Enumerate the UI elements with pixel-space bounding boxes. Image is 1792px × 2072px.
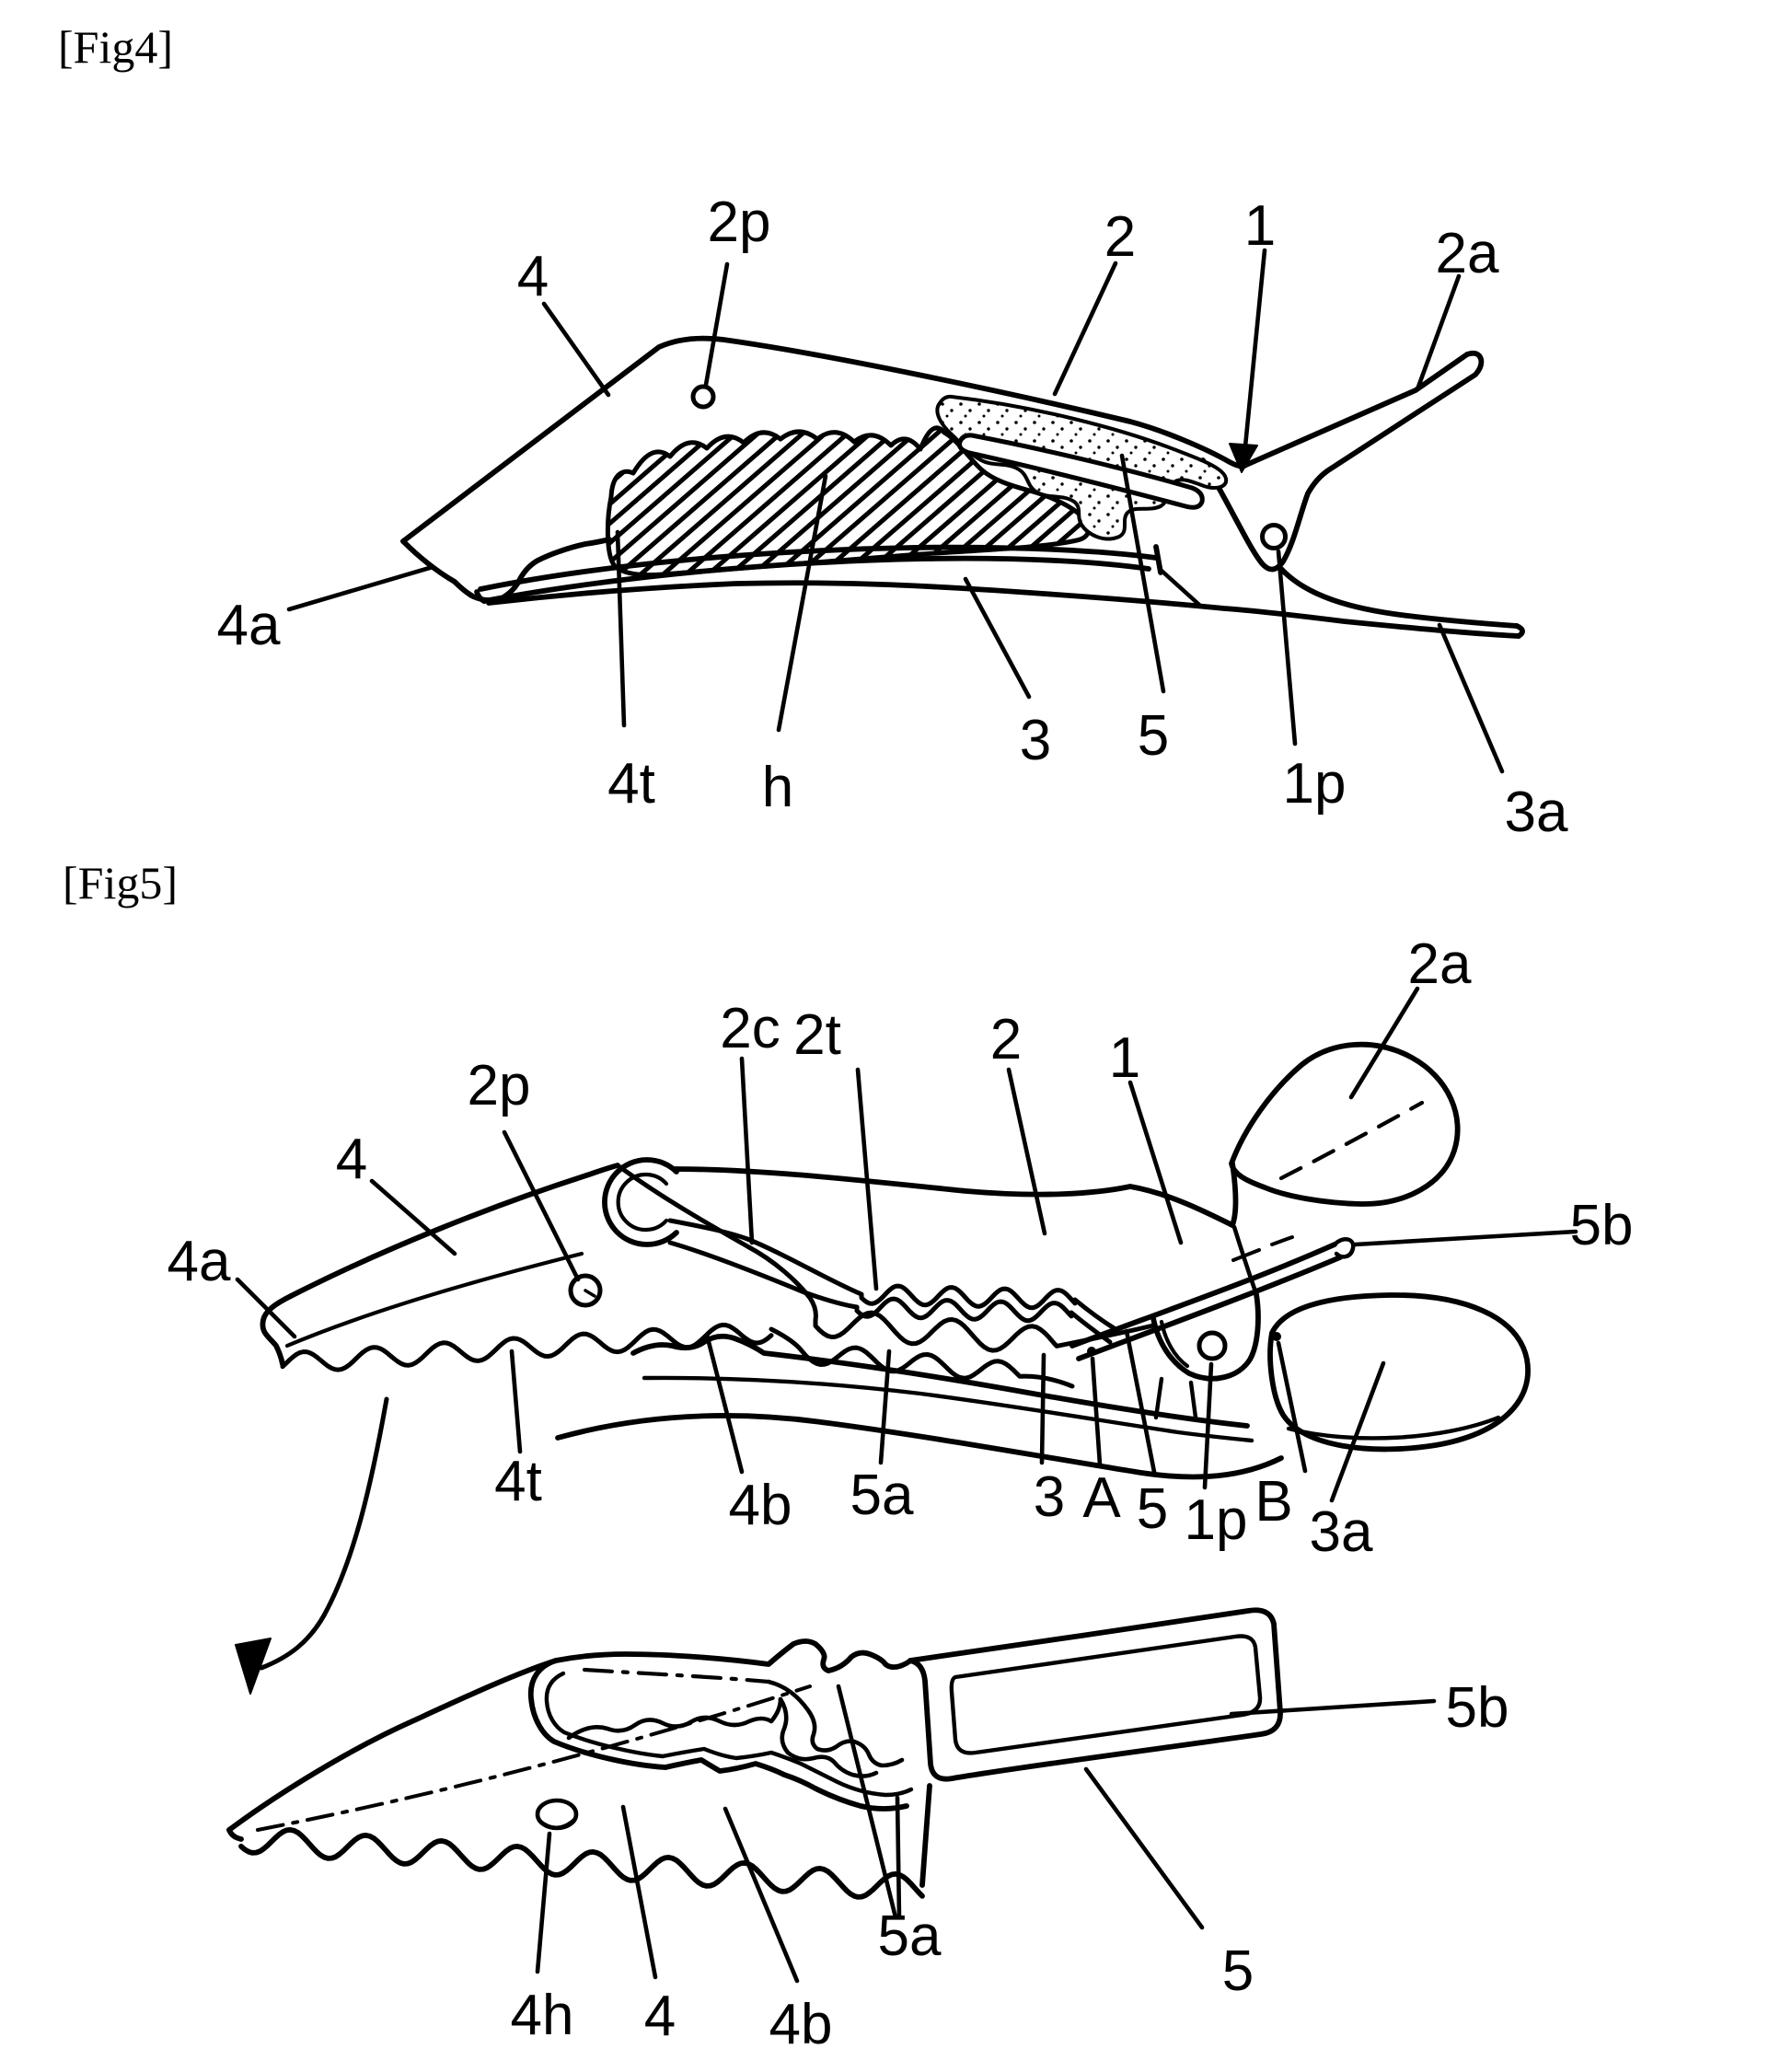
svg-text:2c: 2c: [720, 997, 780, 1060]
svg-text:4h: 4h: [511, 1984, 574, 2047]
svg-text:1p: 1p: [1185, 1488, 1248, 1552]
svg-text:B: B: [1254, 1470, 1292, 1534]
svg-text:3: 3: [1034, 1465, 1065, 1529]
svg-text:4: 4: [336, 1128, 367, 1191]
svg-text:2a: 2a: [1436, 222, 1499, 285]
svg-text:2t: 2t: [793, 1003, 841, 1067]
svg-text:[Fig5]: [Fig5]: [63, 857, 178, 909]
svg-text:2p: 2p: [708, 191, 771, 254]
svg-text:h: h: [762, 756, 793, 819]
svg-text:4b: 4b: [729, 1474, 792, 1537]
svg-text:4t: 4t: [607, 752, 655, 816]
svg-text:[Fig4]: [Fig4]: [58, 21, 173, 73]
svg-text:2: 2: [1104, 205, 1136, 269]
svg-text:5a: 5a: [878, 1904, 942, 1968]
svg-text:A: A: [1082, 1466, 1121, 1530]
svg-text:5: 5: [1138, 704, 1169, 768]
svg-text:3a: 3a: [1310, 1500, 1373, 1564]
svg-text:5a: 5a: [850, 1464, 914, 1527]
svg-text:5b: 5b: [1446, 1676, 1509, 1740]
svg-text:4a: 4a: [168, 1230, 231, 1293]
svg-text:4b: 4b: [769, 1993, 833, 2056]
svg-text:5b: 5b: [1570, 1194, 1634, 1257]
svg-text:5: 5: [1222, 1939, 1254, 2003]
svg-text:4a: 4a: [217, 594, 281, 657]
svg-text:3a: 3a: [1505, 781, 1568, 844]
svg-text:2p: 2p: [468, 1054, 531, 1117]
svg-text:5: 5: [1137, 1477, 1168, 1541]
svg-text:2: 2: [990, 1008, 1022, 1071]
svg-text:1: 1: [1109, 1026, 1140, 1090]
svg-text:2a: 2a: [1408, 932, 1472, 996]
svg-text:1: 1: [1244, 194, 1276, 258]
svg-text:4: 4: [517, 245, 549, 308]
svg-text:3: 3: [1020, 709, 1051, 772]
svg-text:4t: 4t: [494, 1450, 542, 1513]
svg-text:4: 4: [644, 1985, 676, 2048]
svg-text:1p: 1p: [1283, 752, 1347, 816]
